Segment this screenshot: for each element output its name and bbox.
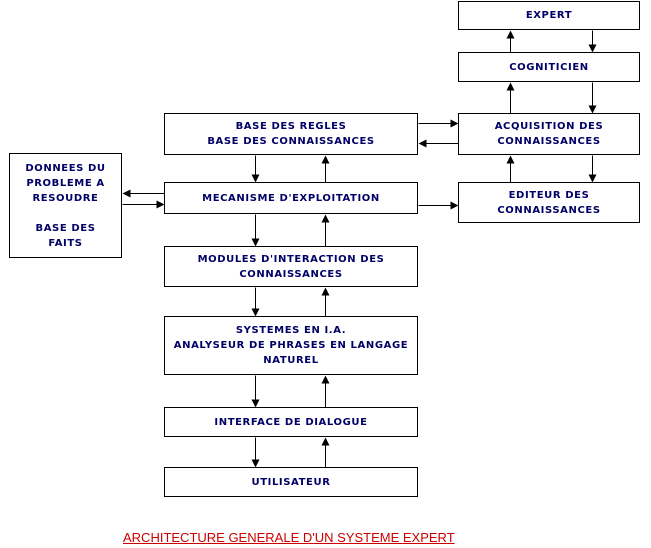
box-donnees: [9, 153, 122, 258]
box-mecanisme: [164, 182, 418, 214]
box-systemes: [164, 316, 418, 375]
arrow-4: [588, 82, 597, 114]
arrow-7: [506, 155, 515, 183]
arrow-16: [251, 287, 260, 317]
box-base-regles: [164, 113, 418, 155]
arrow-19: [321, 375, 330, 408]
arrow-10: [251, 155, 260, 183]
arrow-11: [321, 155, 330, 183]
diagram-arrows: [122, 30, 597, 468]
box-modules: [164, 246, 418, 287]
arrow-12: [122, 189, 165, 198]
arrow-20: [251, 437, 260, 468]
arrow-14: [251, 214, 260, 247]
arrow-1: [506, 30, 515, 53]
diagram-caption: ARCHITECTURE GENERALE D'UN SYSTEME EXPER…: [123, 530, 455, 545]
arrow-3: [506, 82, 515, 114]
box-cogniticien: [458, 52, 640, 82]
arrow-17: [321, 287, 330, 317]
arrow-6: [418, 139, 459, 148]
arrow-5: [418, 119, 459, 128]
box-utilisateur: [164, 467, 418, 497]
arrow-9: [418, 201, 459, 210]
box-expert: [458, 1, 640, 30]
box-editeur: [458, 182, 640, 223]
arrow-8: [588, 155, 597, 183]
arrow-13: [122, 200, 165, 209]
box-acquisition: [458, 113, 640, 155]
arrow-2: [588, 30, 597, 53]
arrow-21: [321, 437, 330, 468]
arrow-15: [321, 214, 330, 247]
arrow-18: [251, 375, 260, 408]
box-interface: [164, 407, 418, 437]
diagram-boxes: [9, 1, 640, 497]
